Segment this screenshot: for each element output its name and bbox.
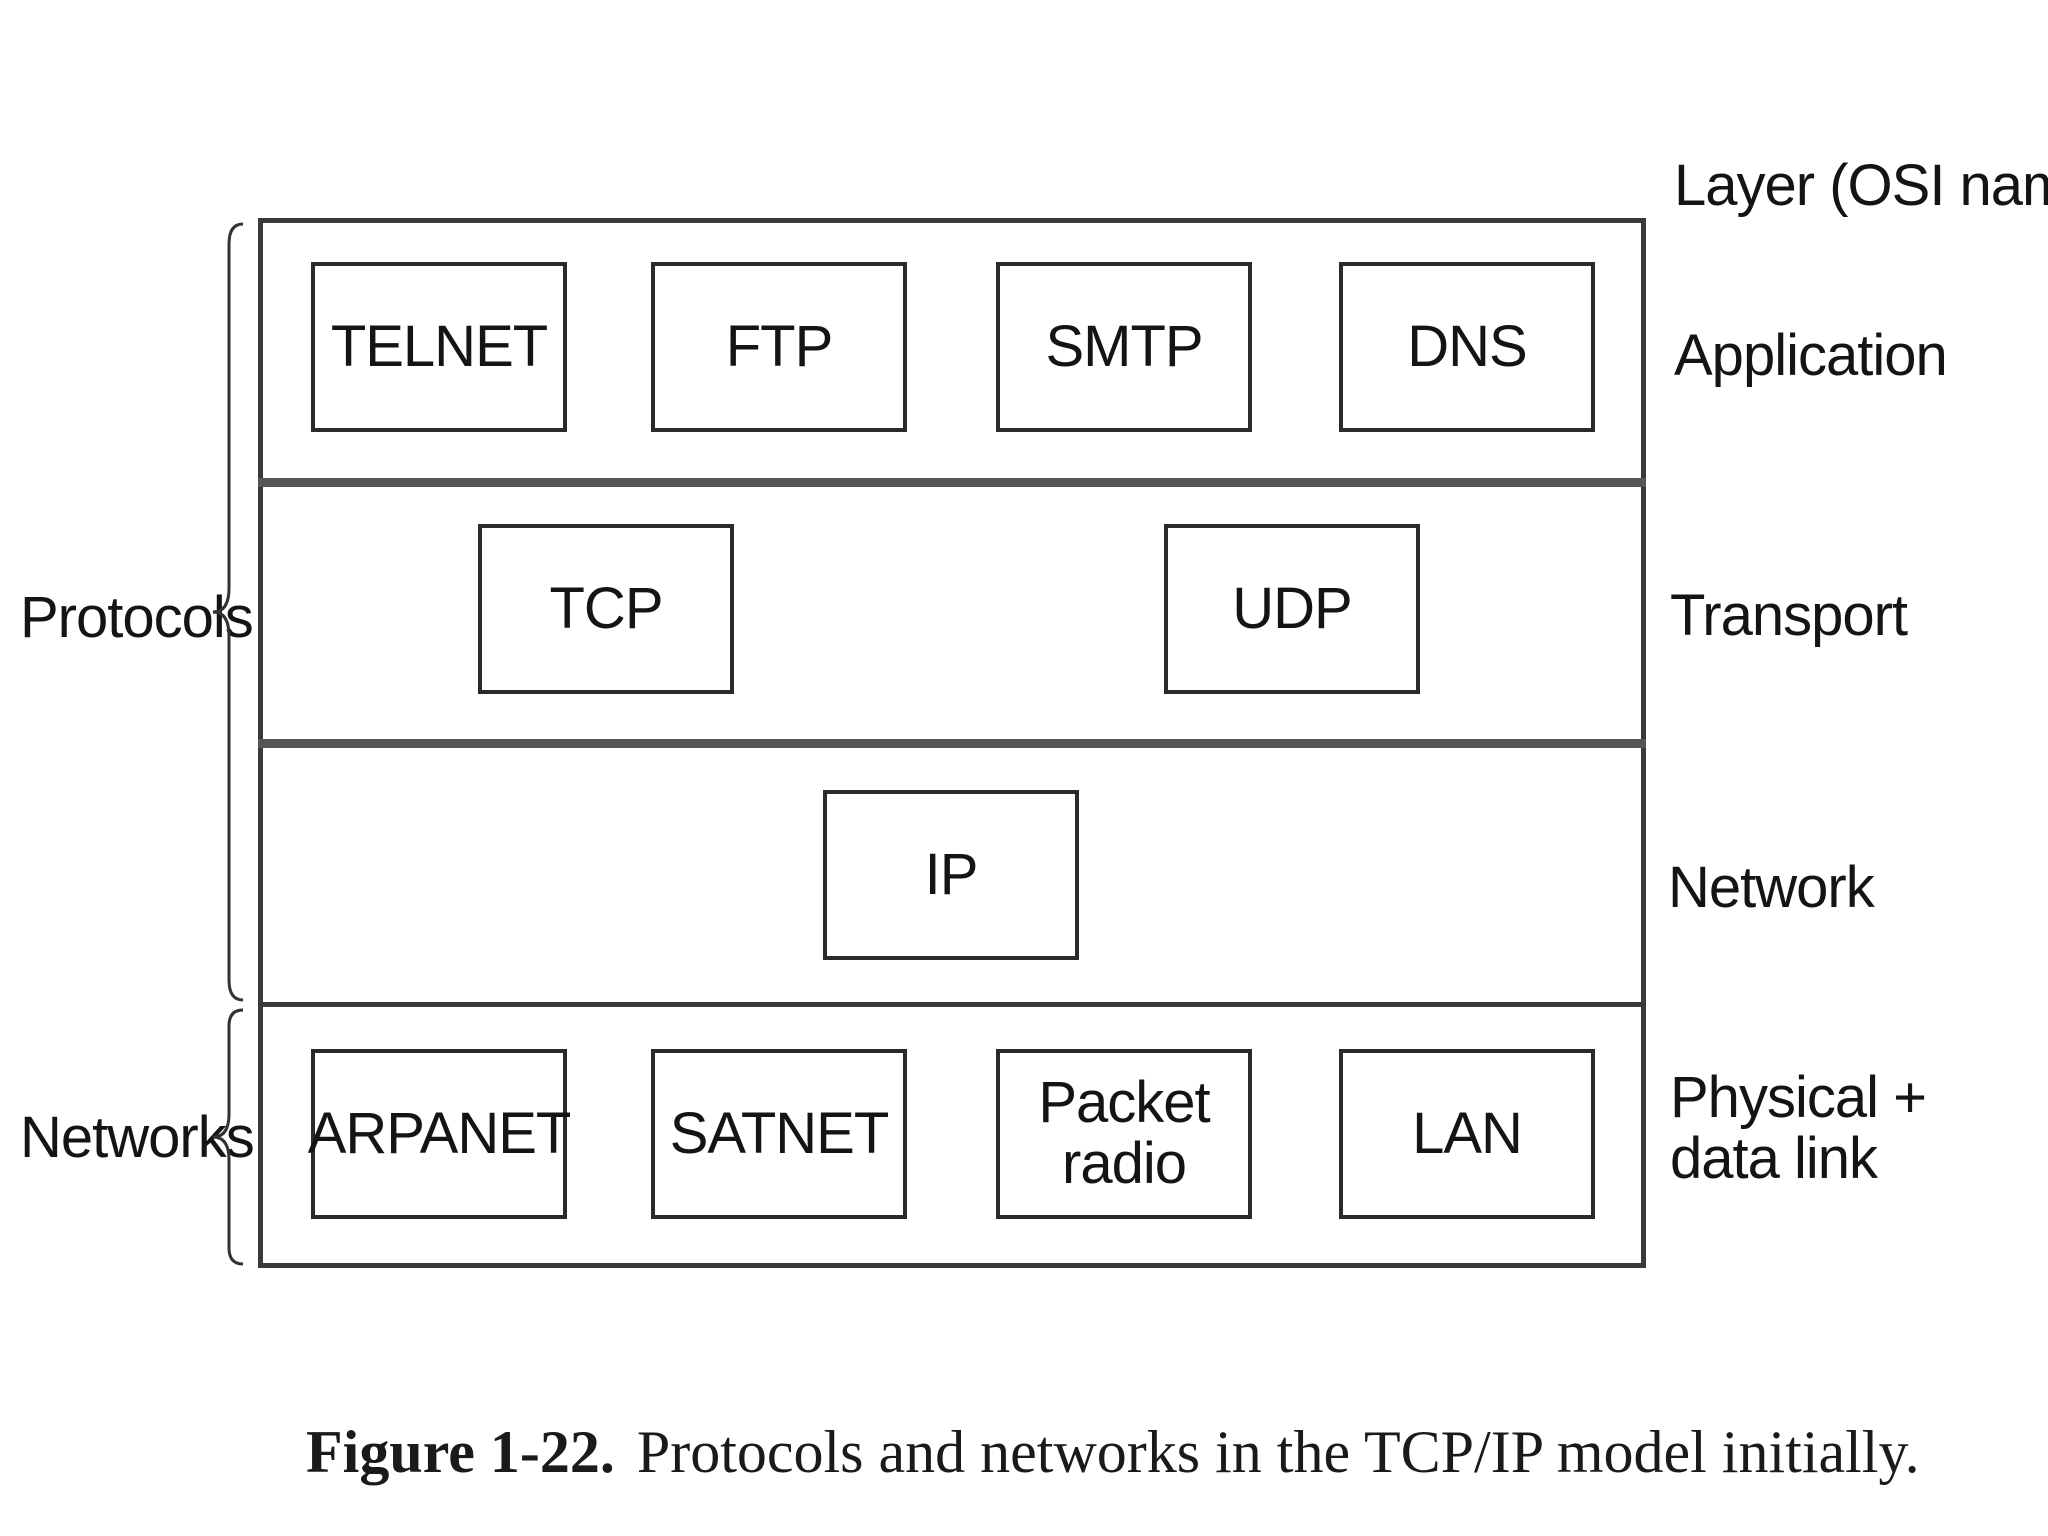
figure-caption-text: Protocols and networks in the TCP/IP mod… [636,1419,1920,1485]
box-packet-radio-line1: Packet [1038,1070,1210,1136]
box-ip: IP [823,790,1079,960]
box-satnet: SATNET [651,1049,907,1219]
divider-application-transport [258,478,1646,487]
divider-transport-network [258,739,1646,748]
layer-transport: Transport [1670,583,1908,648]
box-smtp: SMTP [996,262,1252,432]
layer-physical-datalink: Physical + data link [1670,1065,1927,1191]
layer-physical-line2: data link [1670,1125,1878,1191]
layer-network: Network [1668,855,1875,920]
box-udp: UDP [1164,524,1420,694]
box-packet-radio: Packet radio [996,1049,1252,1219]
layer-physical-line1: Physical + [1670,1065,1927,1130]
box-tcp: TCP [478,524,734,694]
box-lan: LAN [1339,1049,1595,1219]
protocols-brace [205,220,255,1004]
box-telnet: TELNET [311,262,567,432]
layer-application: Application [1674,323,1948,388]
box-dns: DNS [1339,262,1595,432]
figure-caption: Figure 1-22. Protocols and networks in th… [306,1418,1920,1487]
box-ftp: FTP [651,262,907,432]
box-packet-radio-line2: radio [1062,1131,1187,1196]
networks-brace [205,1006,255,1268]
divider-network-physical [258,1002,1646,1007]
group-label-protocols: Protocols [20,585,254,650]
figure-number: Figure 1-22. [306,1419,615,1485]
box-arpanet: ARPANET [308,1049,571,1219]
layer-header: Layer (OSI names) [1674,153,2048,218]
